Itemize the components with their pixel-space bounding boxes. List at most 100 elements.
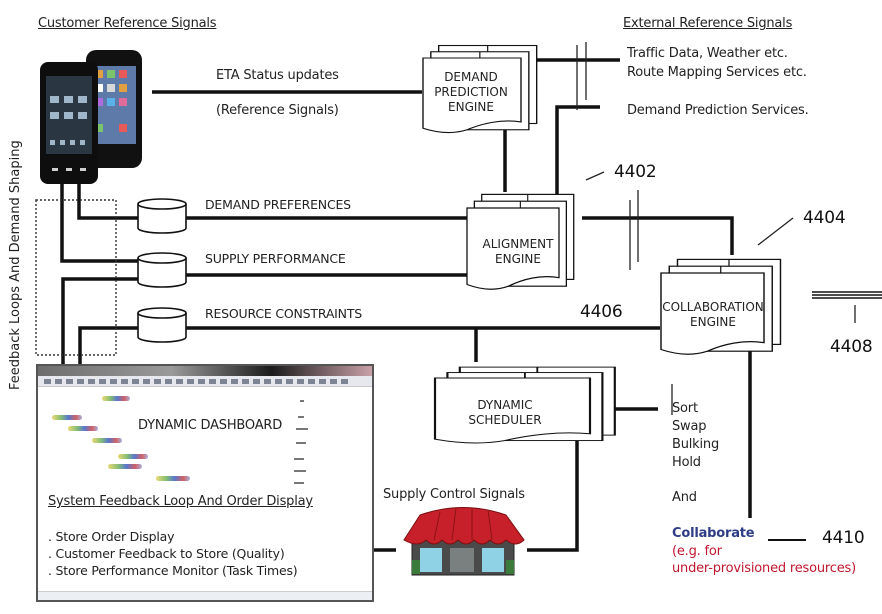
toolbar-button[interactable] [220, 378, 227, 384]
collaborate-note-line1: (e.g. for [672, 544, 722, 559]
toolbar-button[interactable] [77, 378, 84, 384]
alignment-to-collab [582, 216, 734, 255]
engine-label-line: ENGINE [690, 315, 736, 329]
toolbar-button[interactable] [341, 378, 348, 384]
dynamic-scheduler-label: DYNAMIC SCHEDULER [440, 398, 570, 428]
supply-performance-label: SUPPLY PERFORMANCE [205, 251, 346, 266]
toolbar-button[interactable] [132, 378, 139, 384]
toolbar-button[interactable] [242, 378, 249, 384]
ref-4408: 4408 [830, 337, 873, 357]
toolbar-button[interactable] [143, 378, 150, 384]
database-supply-performance [137, 252, 187, 288]
action-swap: Swap [672, 419, 707, 434]
toolbar-button[interactable] [264, 378, 271, 384]
ref-4410: 4410 [822, 528, 865, 548]
ref-4402: 4402 [614, 162, 657, 182]
toolbar-button[interactable] [165, 378, 172, 384]
dashboard-marker [298, 416, 304, 418]
customer-signals-header: Customer Reference Signals [38, 16, 217, 31]
gantt-bar [156, 476, 190, 481]
toolbar-button[interactable] [297, 378, 304, 384]
collaboration-engine-label: COLLABORATION ENGINE [661, 300, 765, 330]
toolbar-button[interactable] [99, 378, 106, 384]
supply-control-label: Supply Control Signals [383, 487, 525, 502]
resource-constraints-label: RESOURCE CONSTRAINTS [205, 306, 362, 321]
action-sort: Sort [672, 401, 698, 416]
phone-to-demand-pref [77, 183, 138, 220]
gantt-bar [52, 415, 82, 420]
reference-signals-label: (Reference Signals) [216, 103, 339, 118]
gantt-bar [92, 438, 122, 443]
ref-4404-leader [757, 217, 794, 246]
toolbar-button[interactable] [88, 378, 95, 384]
action-collaborate: Collaborate [672, 526, 755, 541]
dashboard-titlebar [38, 366, 372, 376]
dashboard-item: . Store Performance Monitor (Task Times) [48, 563, 298, 578]
demand-prediction-engine-label: DEMAND PREDICTION ENGINE [423, 70, 519, 115]
dashboard-title: DYNAMIC DASHBOARD [138, 418, 283, 433]
traffic-data-label: Traffic Data, Weather etc. [627, 46, 788, 61]
demand-services-label: Demand Prediction Services. [627, 103, 809, 118]
dashboard-statusbar [38, 591, 372, 600]
action-and: And [672, 490, 697, 505]
phone-icon-front [40, 62, 98, 184]
phone-icon-back [86, 50, 142, 168]
gantt-bar [102, 396, 130, 401]
route-mapping-label: Route Mapping Services etc. [627, 65, 807, 80]
supply-perf-to-dashboard [61, 277, 138, 365]
external-signals-header: External Reference Signals [623, 16, 793, 31]
demand-preferences-label: DEMAND PREFERENCES [205, 197, 351, 212]
dashboard-window: DYNAMIC DASHBOARD System Feedback Loop A… [36, 364, 374, 602]
dashboard-marker [294, 458, 304, 460]
toolbar-button[interactable] [253, 378, 260, 384]
dashboard-marker [296, 442, 306, 444]
toolbar-button[interactable] [121, 378, 128, 384]
toolbar-button[interactable] [319, 378, 326, 384]
toolbar-button[interactable] [286, 378, 293, 384]
dashboard-marker [296, 428, 308, 430]
ref-4406: 4406 [580, 302, 623, 322]
dashboard-item: . Customer Feedback to Store (Quality) [48, 546, 285, 561]
engine-label-line: DYNAMIC [477, 398, 533, 412]
eta-status-label: ETA Status updates [216, 68, 339, 83]
toolbar-button[interactable] [176, 378, 183, 384]
toolbar-button[interactable] [55, 378, 62, 384]
output-bus [812, 291, 882, 299]
action-bulking: Bulking [672, 437, 720, 452]
gantt-bar [68, 426, 98, 431]
gantt-bar [118, 454, 148, 459]
dashboard-marker [300, 400, 304, 402]
engine-label-line: DEMAND [444, 70, 498, 84]
toolbar-button[interactable] [110, 378, 117, 384]
toolbar-button[interactable] [187, 378, 194, 384]
collaborate-note-line2: under-provisioned resources) [672, 561, 856, 576]
engine-label-line: ENGINE [448, 100, 494, 114]
toolbar-button[interactable] [308, 378, 315, 384]
engine-label-line: COLLABORATION [662, 300, 764, 314]
demand-services-link [555, 105, 600, 210]
toolbar-button[interactable] [275, 378, 282, 384]
alignment-engine-label: ALIGNMENT ENGINE [470, 237, 566, 267]
dashboard-toolbar [38, 376, 372, 387]
ref-4404: 4404 [803, 208, 846, 228]
store-icon [403, 507, 525, 576]
engine-label-line: ENGINE [495, 252, 541, 266]
dashboard-item: . Store Order Display [48, 529, 175, 544]
toolbar-button[interactable] [209, 378, 216, 384]
toolbar-button[interactable] [198, 378, 205, 384]
feedback-loops-label: Feedback Loops And Demand Shaping [8, 140, 23, 390]
toolbar-button[interactable] [154, 378, 161, 384]
scheduler-to-store [527, 432, 579, 552]
toolbar-button[interactable] [231, 378, 238, 384]
toolbar-button[interactable] [66, 378, 73, 384]
toolbar-button[interactable] [44, 378, 51, 384]
dashboard-marker [294, 482, 304, 484]
phone-to-supply-perf [60, 183, 138, 263]
action-hold: Hold [672, 455, 701, 470]
database-resource-constraints [137, 307, 187, 343]
database-demand-preferences [137, 198, 187, 234]
engine-label-line: ALIGNMENT [482, 237, 554, 251]
toolbar-button[interactable] [330, 378, 337, 384]
